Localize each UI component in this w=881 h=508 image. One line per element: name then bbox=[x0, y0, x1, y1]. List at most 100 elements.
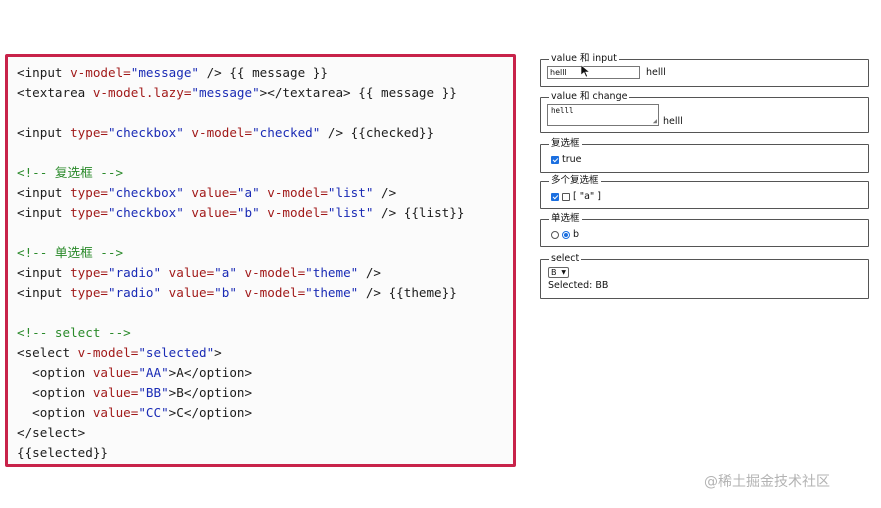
code-line: <option value="AA">A</option> bbox=[17, 363, 464, 383]
code-token: > bbox=[214, 345, 222, 360]
list-checkbox-a[interactable] bbox=[551, 192, 559, 201]
code-token: "a" bbox=[214, 265, 237, 280]
message-textarea[interactable]: helll ◢ bbox=[547, 104, 659, 126]
code-token: <input bbox=[17, 125, 71, 140]
theme-radio-a[interactable] bbox=[551, 230, 559, 239]
code-token: {{ message }} bbox=[221, 65, 328, 80]
code-token: "radio" bbox=[108, 265, 162, 280]
code-token: "list" bbox=[327, 185, 374, 200]
code-line: <input type="radio" value="a" v-model="t… bbox=[17, 263, 464, 283]
fieldset-legend: 单选框 bbox=[549, 213, 582, 225]
message-echo: helll bbox=[663, 116, 683, 127]
code-token: "BB" bbox=[138, 385, 169, 400]
code-line: <textarea v-model.lazy="message"></texta… bbox=[17, 83, 464, 103]
code-token: C bbox=[176, 405, 184, 420]
checked-echo: true bbox=[562, 154, 582, 165]
code-token: type= bbox=[70, 285, 108, 300]
code-line: <!-- 复选框 --> bbox=[17, 163, 464, 183]
code-token: v-model= bbox=[236, 265, 306, 280]
code-token: type= bbox=[70, 125, 108, 140]
code-line: <input type="checkbox" value="b" v-model… bbox=[17, 203, 464, 223]
watermark-text: @稀土掘金技术社区 bbox=[704, 474, 830, 490]
code-token: {{ message }} bbox=[350, 85, 457, 100]
code-token: value= bbox=[92, 385, 139, 400]
chevron-down-icon: ▼ bbox=[561, 269, 566, 276]
code-token: value= bbox=[92, 365, 139, 380]
code-token: "theme" bbox=[305, 285, 359, 300]
code-token: B bbox=[176, 385, 184, 400]
fieldset-value-change: value 和 change helll ◢ helll bbox=[540, 91, 869, 133]
code-token: <!-- 复选框 --> bbox=[17, 165, 124, 180]
theme-radio-b[interactable] bbox=[562, 230, 570, 239]
code-line: <!-- 单选框 --> bbox=[17, 243, 464, 263]
code-token: "checkbox" bbox=[108, 125, 184, 140]
code-line: {{selected}} bbox=[17, 443, 464, 463]
theme-echo: b bbox=[573, 229, 580, 240]
code-token: </option> bbox=[183, 405, 253, 420]
code-token: "AA" bbox=[138, 365, 169, 380]
code-line bbox=[17, 143, 464, 163]
code-token: <option bbox=[17, 405, 93, 420]
code-token: /> bbox=[358, 285, 381, 300]
code-token: "b" bbox=[214, 285, 237, 300]
resize-grip-icon[interactable]: ◢ bbox=[652, 117, 657, 125]
code-token: > bbox=[168, 405, 177, 420]
code-token: <option bbox=[17, 365, 93, 380]
checked-checkbox[interactable] bbox=[551, 155, 559, 164]
multi-checkbox-row: [ "a" ] bbox=[551, 191, 601, 202]
code-token: {{selected}} bbox=[17, 445, 108, 460]
code-token: > bbox=[168, 365, 177, 380]
code-token: <!-- 单选框 --> bbox=[17, 245, 124, 260]
code-line: <option value="CC">C</option> bbox=[17, 403, 464, 423]
message-input[interactable]: helll bbox=[547, 66, 640, 79]
code-line bbox=[17, 303, 464, 323]
code-token: v-model= bbox=[259, 185, 328, 200]
code-line: <select v-model="selected"> bbox=[17, 343, 464, 363]
code-token: v-model= bbox=[236, 285, 306, 300]
code-token: ></textarea> bbox=[259, 85, 351, 100]
fieldset-legend: 多个复选框 bbox=[549, 175, 601, 187]
code-line: <input type="checkbox" value="a" v-model… bbox=[17, 183, 464, 203]
code-token: "list" bbox=[327, 205, 374, 220]
fieldset-legend: value 和 change bbox=[549, 91, 630, 103]
fieldset-legend: select bbox=[549, 253, 582, 265]
code-token: <input bbox=[17, 205, 71, 220]
fieldset-multi-checkbox: 多个复选框 [ "a" ] bbox=[540, 175, 869, 209]
code-token: v-model= bbox=[259, 205, 328, 220]
mouse-pointer-icon bbox=[581, 65, 590, 78]
code-snippet-panel: <input v-model= "message" /> {{ message }… bbox=[5, 54, 516, 467]
code-token: value= bbox=[161, 285, 215, 300]
code-token: "message" bbox=[130, 65, 199, 80]
radio-row: b bbox=[551, 229, 579, 240]
code-token: <input bbox=[17, 265, 71, 280]
code-token: v-model.lazy= bbox=[92, 85, 192, 100]
fieldset-legend: 复选框 bbox=[549, 138, 582, 150]
code-token: value= bbox=[161, 265, 215, 280]
code-token: value= bbox=[92, 405, 139, 420]
code-token: > bbox=[168, 385, 177, 400]
code-token: "a" bbox=[236, 185, 260, 200]
select-value: B bbox=[551, 268, 557, 277]
code-token: {{theme}} bbox=[380, 285, 457, 300]
code-token: <option bbox=[17, 385, 93, 400]
code-token: <select bbox=[17, 345, 78, 360]
list-checkbox-b[interactable] bbox=[562, 192, 570, 201]
code-token: A bbox=[176, 365, 184, 380]
code-line: <option value="BB">B</option> bbox=[17, 383, 464, 403]
code-token: {{list}} bbox=[396, 205, 465, 220]
fieldset-legend: value 和 input bbox=[549, 53, 619, 65]
code-token: </select> bbox=[17, 425, 86, 440]
code-lines: <input v-model= "message" /> {{ message }… bbox=[17, 63, 464, 463]
code-token: <input bbox=[17, 185, 71, 200]
fieldset-radio: 单选框 b bbox=[540, 213, 869, 247]
selected-select[interactable]: B ▼ bbox=[548, 267, 569, 278]
code-token: <input bbox=[17, 285, 71, 300]
code-token: {{checked}} bbox=[343, 125, 435, 140]
code-line: </select> bbox=[17, 423, 464, 443]
code-token: type= bbox=[70, 265, 108, 280]
list-echo: [ "a" ] bbox=[573, 191, 602, 202]
code-token: </option> bbox=[183, 385, 253, 400]
code-token: "theme" bbox=[305, 265, 359, 280]
code-token: v-model= bbox=[77, 345, 139, 360]
fieldset-checkbox: 复选框 true bbox=[540, 138, 869, 173]
